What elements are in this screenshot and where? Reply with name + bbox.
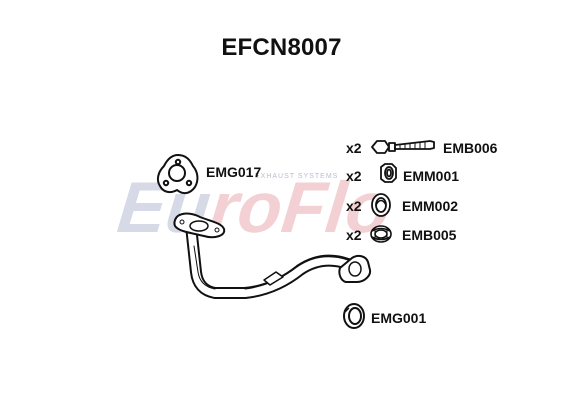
ring-gasket-icon: [343, 303, 365, 329]
spring-icon: [370, 225, 392, 243]
part-label-emb006: EMB006: [443, 140, 498, 156]
part-label-emg001: EMG001: [371, 310, 427, 326]
quantity-label-emb005: x2: [346, 227, 362, 243]
watermark-subtitle: EXHAUST SYSTEMS: [255, 173, 338, 180]
part-title: EFCN8007: [221, 34, 342, 61]
part-label-emm002: EMM002: [402, 198, 459, 214]
part-label-emm001: EMM001: [403, 168, 460, 184]
watermark-text-roflo: roFlo: [206, 168, 394, 248]
nut-icon: [380, 163, 397, 183]
three-bolt-gasket-icon: [156, 154, 199, 195]
quantity-label-emb006: x2: [346, 140, 362, 156]
bolt-icon: [371, 140, 435, 154]
part-label-emb005: EMB005: [402, 227, 457, 243]
flange-nut-icon: [371, 193, 391, 217]
part-label-emg017: EMG017: [206, 164, 262, 180]
front-exhaust-pipe-icon: [173, 212, 372, 299]
quantity-label-emm002: x2: [346, 198, 362, 214]
quantity-label-emm001: x2: [346, 168, 362, 184]
